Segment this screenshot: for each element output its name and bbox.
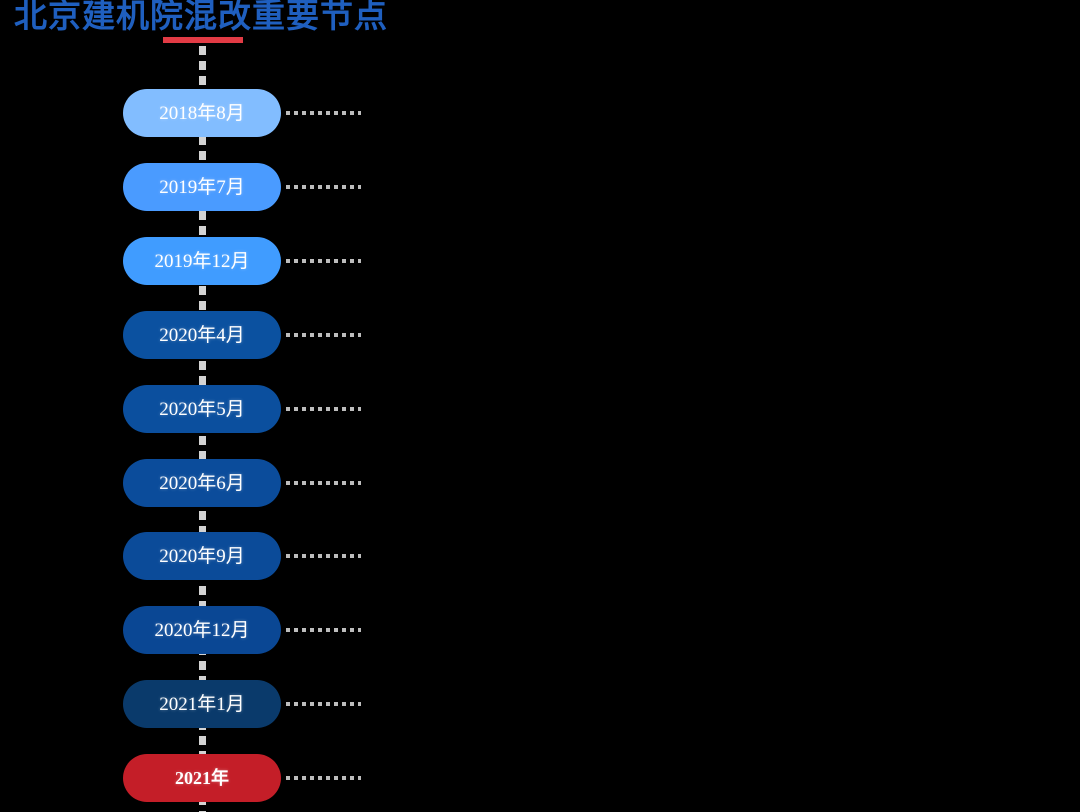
timeline-milestone-label: 2020年6月 bbox=[159, 472, 245, 494]
timeline-milestone-pill[interactable]: 2020年5月 bbox=[123, 385, 281, 433]
timeline-milestone-pill[interactable]: 2020年12月 bbox=[123, 606, 281, 654]
timeline-milestone-pill[interactable]: 2018年8月 bbox=[123, 89, 281, 137]
timeline-milestone-pill[interactable]: 2019年12月 bbox=[123, 237, 281, 285]
timeline-row: 2018年8月 bbox=[0, 89, 1080, 137]
timeline-milestone-pill[interactable]: 2021年1月 bbox=[123, 680, 281, 728]
timeline-connector-dots bbox=[286, 111, 361, 115]
timeline-row: 2020年6月 bbox=[0, 459, 1080, 507]
timeline-connector-dots bbox=[286, 628, 361, 632]
timeline-row: 2019年12月 bbox=[0, 237, 1080, 285]
timeline-milestone-label: 2020年4月 bbox=[159, 324, 245, 346]
timeline-milestone-pill[interactable]: 2019年7月 bbox=[123, 163, 281, 211]
timeline-connector-dots bbox=[286, 333, 361, 337]
timeline-milestone-label: 2018年8月 bbox=[159, 102, 245, 124]
timeline-connector-dots bbox=[286, 702, 361, 706]
timeline-milestone-label: 2020年5月 bbox=[159, 398, 245, 420]
timeline-connector-dots bbox=[286, 776, 361, 780]
timeline-row: 2020年12月 bbox=[0, 606, 1080, 654]
timeline-milestone-label: 2020年12月 bbox=[154, 619, 250, 641]
timeline-connector-dots bbox=[286, 185, 361, 189]
timeline-milestone-label: 2019年12月 bbox=[154, 250, 250, 272]
timeline-row: 2020年9月 bbox=[0, 532, 1080, 580]
title-underline bbox=[163, 37, 243, 43]
timeline-milestone-pill[interactable]: 2020年4月 bbox=[123, 311, 281, 359]
timeline-row: 2020年4月 bbox=[0, 311, 1080, 359]
timeline-row: 2019年7月 bbox=[0, 163, 1080, 211]
timeline-milestone-pill[interactable]: 2021年 bbox=[123, 754, 281, 802]
timeline-milestone-pill[interactable]: 2020年9月 bbox=[123, 532, 281, 580]
timeline-milestone-pill[interactable]: 2020年6月 bbox=[123, 459, 281, 507]
timeline-milestone-label: 2019年7月 bbox=[159, 176, 245, 198]
timeline-milestone-label: 2020年9月 bbox=[159, 545, 245, 567]
timeline-row: 2021年 bbox=[0, 754, 1080, 802]
timeline-row: 2021年1月 bbox=[0, 680, 1080, 728]
timeline-connector-dots bbox=[286, 259, 361, 263]
timeline-connector-dots bbox=[286, 407, 361, 411]
timeline-connector-dots bbox=[286, 481, 361, 485]
timeline-row: 2020年5月 bbox=[0, 385, 1080, 433]
timeline-milestone-label: 2021年 bbox=[175, 768, 229, 788]
title-block: 北京建机院混改重要节点 bbox=[14, 0, 614, 52]
timeline-connector-dots bbox=[286, 554, 361, 558]
page-title: 北京建机院混改重要节点 bbox=[14, 0, 388, 35]
timeline-milestone-label: 2021年1月 bbox=[159, 693, 245, 715]
